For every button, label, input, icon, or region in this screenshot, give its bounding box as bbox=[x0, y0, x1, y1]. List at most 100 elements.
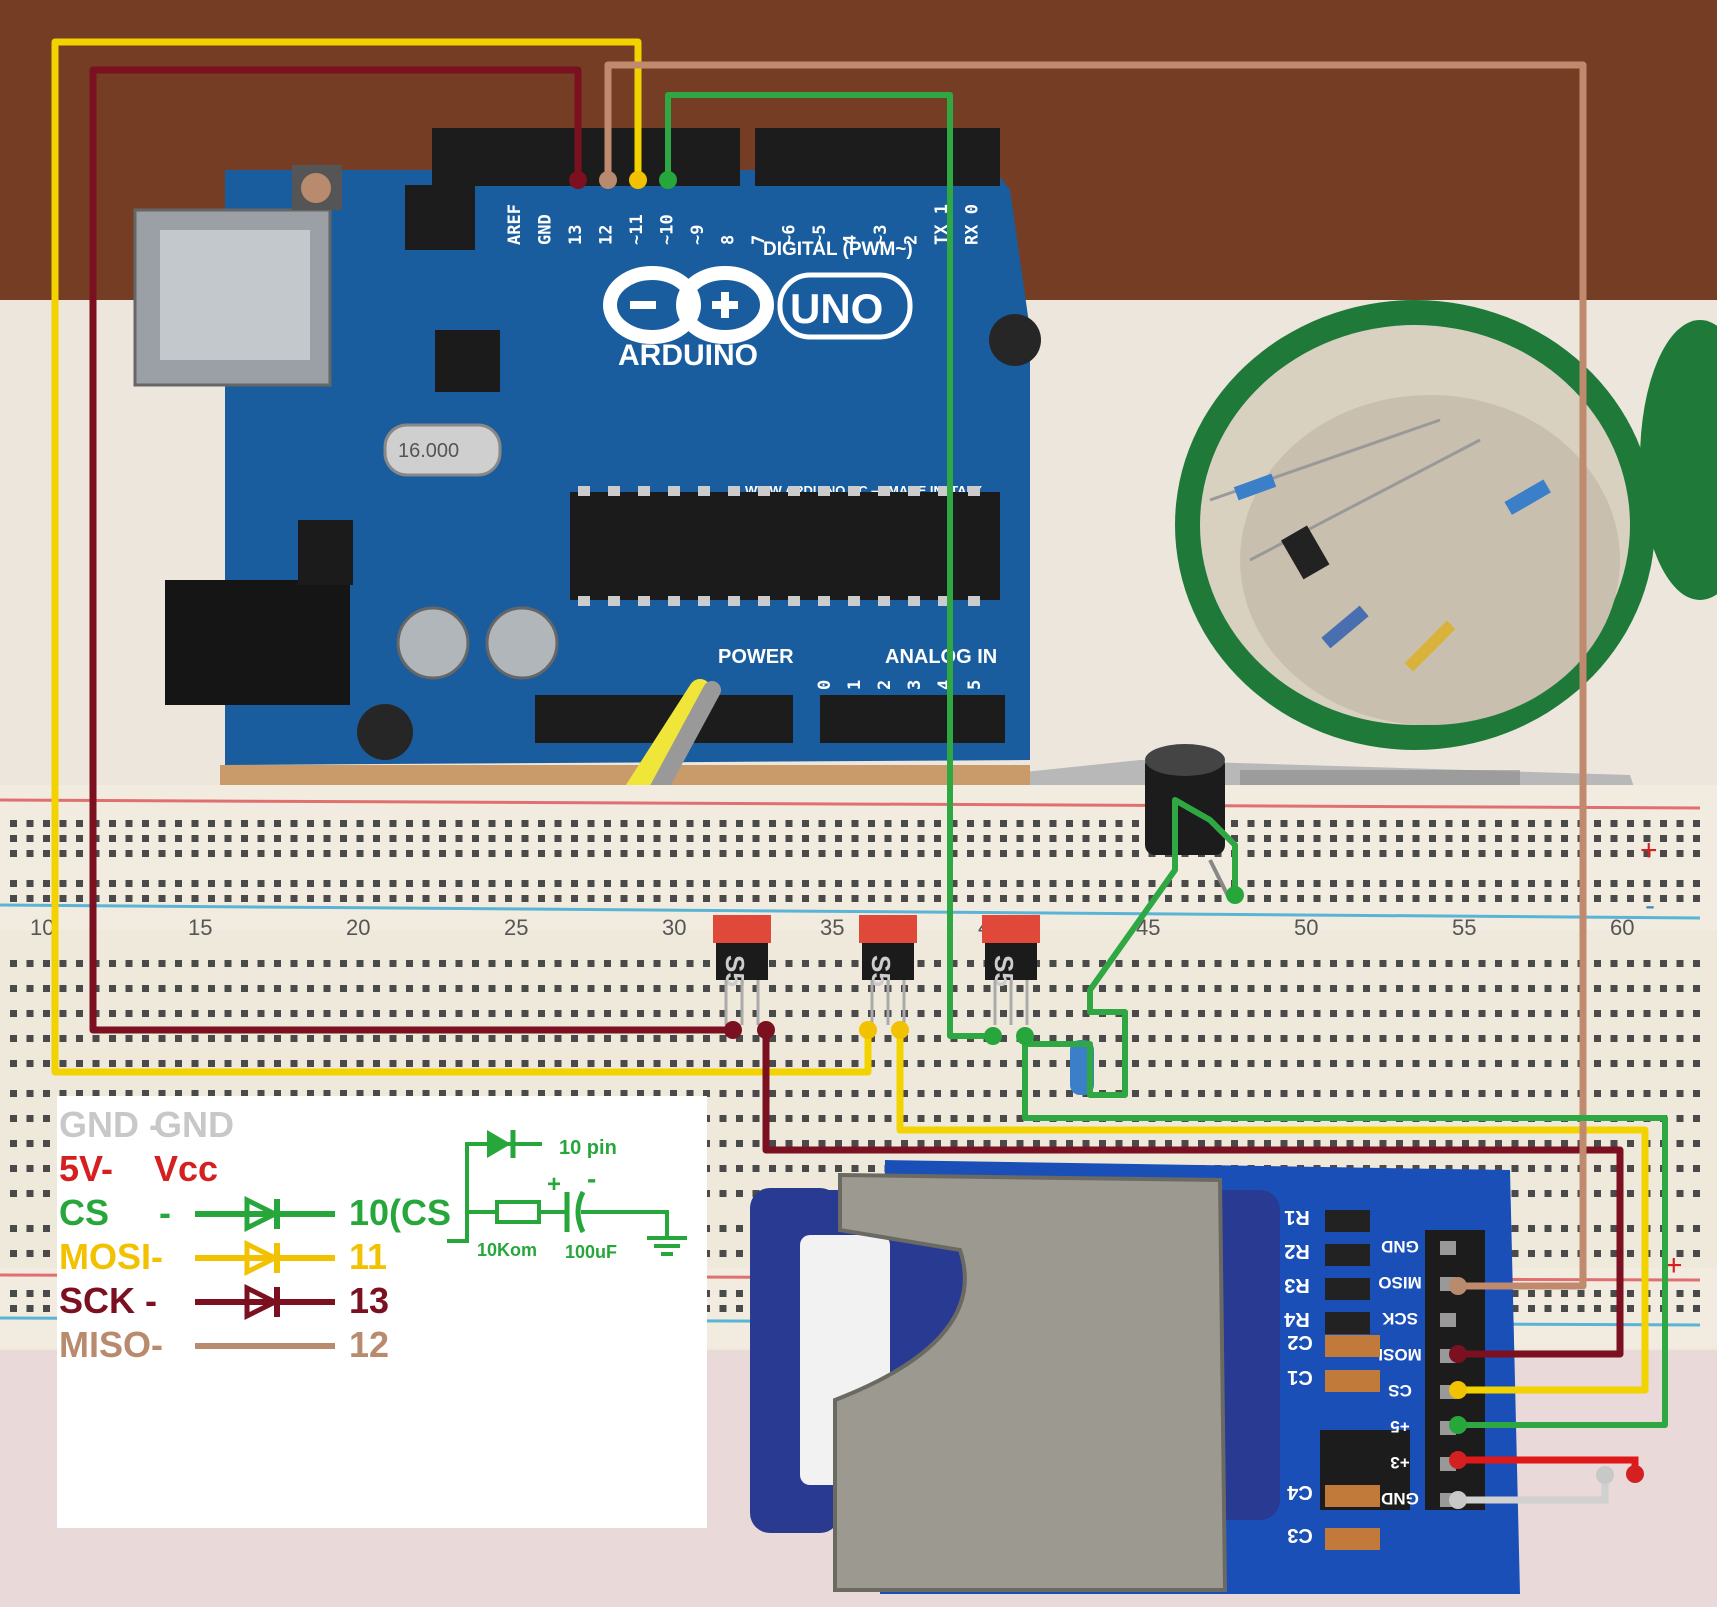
wire-endpoint bbox=[569, 171, 587, 189]
digital-header-label: DIGITAL (PWM~) bbox=[763, 239, 913, 260]
sd-pin-label: +3 bbox=[1390, 1453, 1409, 1472]
wire-endpoint bbox=[1449, 1451, 1467, 1469]
wire-endpoint bbox=[1449, 1491, 1467, 1509]
breadboard-column-number: 20 bbox=[346, 915, 370, 940]
sd-pin-label: GND bbox=[1381, 1237, 1419, 1256]
wire-sck-darkred bbox=[89, 66, 1624, 1358]
legend-pin: 12 bbox=[349, 1324, 390, 1365]
cs-minus-label: - bbox=[587, 1163, 596, 1194]
crystal-label: 16.000 bbox=[398, 440, 459, 462]
wire-cs-green bbox=[665, 92, 1668, 1428]
wire-endpoint bbox=[1016, 1027, 1034, 1045]
legend-pin: GND bbox=[154, 1104, 234, 1145]
digital-pin-label: ~10 bbox=[658, 214, 678, 245]
digital-pin-label: ~3 bbox=[871, 225, 891, 245]
legend-line-icon bbox=[195, 1343, 335, 1349]
sd-resistor-label: R2 bbox=[1284, 1240, 1310, 1262]
digital-pin-label: ~9 bbox=[688, 225, 708, 245]
breadboard-column-number: 10 bbox=[30, 915, 54, 940]
sd-resistor-label: R4 bbox=[1283, 1308, 1309, 1330]
cs-plus-label: + bbox=[547, 1171, 561, 1198]
sd-socket bbox=[833, 1172, 1228, 1592]
sd-pin-label: +5 bbox=[1390, 1417, 1409, 1436]
legend-diode-icon bbox=[195, 1195, 335, 1233]
legend-dash: - bbox=[159, 1192, 171, 1233]
legend-pin: 11 bbox=[349, 1236, 388, 1277]
sd-capacitor-label: C1 bbox=[1287, 1366, 1313, 1388]
atmega-chip bbox=[570, 492, 1000, 600]
digital-pin-label: ~6 bbox=[780, 225, 800, 245]
wire-endpoint bbox=[1626, 1465, 1644, 1483]
analog-pin-label: 0 bbox=[815, 680, 835, 690]
analog-header-label: ANALOG IN bbox=[885, 646, 997, 668]
sd-resistor-label: R3 bbox=[1284, 1274, 1310, 1296]
resistor-icon bbox=[495, 1200, 541, 1224]
breadboard-column-number: 50 bbox=[1294, 915, 1318, 940]
digital-pin-label: GND bbox=[536, 214, 556, 245]
wire-endpoint bbox=[1596, 1466, 1614, 1484]
wire-endpoint bbox=[757, 1021, 775, 1039]
wire-endpoint bbox=[1449, 1416, 1467, 1434]
legend-signal: MOSI- bbox=[59, 1236, 163, 1277]
sd-pin-label: MISO bbox=[1378, 1273, 1421, 1292]
wire-miso-tan bbox=[604, 61, 1587, 1290]
arduino-brand: ARDUINO bbox=[618, 339, 758, 372]
sd-resistor-label: R1 bbox=[1284, 1206, 1310, 1228]
wire-endpoint bbox=[1449, 1345, 1467, 1363]
legend-pin: 13 bbox=[349, 1280, 390, 1321]
power-header-label: POWER bbox=[718, 646, 794, 668]
wire-endpoint bbox=[659, 171, 677, 189]
wire-endpoint bbox=[629, 171, 647, 189]
legend-signal: 5V- bbox=[59, 1148, 114, 1189]
digital-pin-label: ~11 bbox=[627, 214, 647, 245]
arduino-logo bbox=[603, 266, 913, 344]
rail-plus-top: + bbox=[1640, 834, 1658, 867]
wire-endpoint bbox=[724, 1021, 742, 1039]
legend-signal: SCK - bbox=[59, 1280, 157, 1321]
legend-signal: MISO- bbox=[59, 1324, 163, 1365]
analog-pin-label: 3 bbox=[905, 680, 925, 690]
rail-plus-bottom: + bbox=[1665, 1249, 1683, 1282]
legend-pin: 10(CS bbox=[349, 1192, 452, 1233]
sd-pin-label: SCK bbox=[1381, 1309, 1418, 1328]
breadboard-column-number: 30 bbox=[662, 915, 686, 940]
digital-header-right bbox=[755, 128, 1000, 186]
wire-endpoint bbox=[984, 1027, 1002, 1045]
digital-pin-label: 2 bbox=[902, 235, 922, 245]
sd-capacitor-label: C4 bbox=[1286, 1481, 1312, 1503]
wire-endpoint bbox=[1449, 1277, 1467, 1295]
digital-pin-label: 13 bbox=[566, 225, 586, 245]
breadboard-column-number: 35 bbox=[820, 915, 844, 940]
digital-pin-label: 8 bbox=[719, 235, 739, 245]
breadboard-column-number: 25 bbox=[504, 915, 528, 940]
analog-pin-label: 1 bbox=[845, 680, 865, 690]
sd-capacitor-label: C2 bbox=[1287, 1331, 1313, 1353]
digital-pin-label: RX 0 bbox=[963, 204, 983, 245]
digital-pin-label: 7 bbox=[749, 235, 769, 245]
wire-endpoint bbox=[1449, 1381, 1467, 1399]
breadboard-column-number: 55 bbox=[1452, 915, 1476, 940]
wire-endpoint bbox=[891, 1021, 909, 1039]
breadboard-column-number: 15 bbox=[188, 915, 212, 940]
arduino-uno-board: ARDUINO UNO DIGITAL (PWM~) POWER ANALOG … bbox=[133, 128, 1041, 878]
power-jack bbox=[165, 580, 350, 705]
cs-diode-label: 10 pin bbox=[559, 1137, 617, 1159]
digital-pin-label: 4 bbox=[841, 235, 861, 245]
legend-signal: CS bbox=[59, 1192, 110, 1233]
analog-pin-label: 2 bbox=[875, 680, 895, 690]
breadboard-column-number: 60 bbox=[1610, 915, 1634, 940]
legend-signal: GND - bbox=[59, 1104, 161, 1145]
legend-diode-icon bbox=[195, 1239, 335, 1277]
legend-diode-icon bbox=[195, 1283, 335, 1321]
wire-endpoint bbox=[599, 171, 617, 189]
digital-pin-label: AREF bbox=[505, 204, 525, 245]
analog-header bbox=[820, 695, 1005, 743]
wire-endpoint bbox=[1226, 886, 1244, 904]
analog-pin-label: 4 bbox=[935, 680, 955, 690]
sd-pin-label: GND bbox=[1381, 1489, 1419, 1508]
sd-pin-label: CS bbox=[1388, 1381, 1412, 1400]
